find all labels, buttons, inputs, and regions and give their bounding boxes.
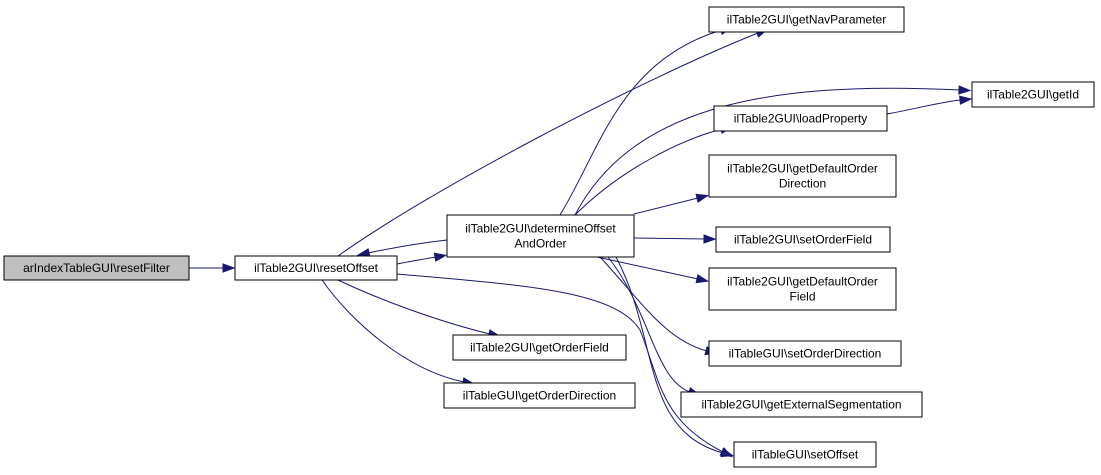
edge-arrowhead	[703, 234, 717, 244]
edge-line	[396, 273, 724, 453]
nodes-layer: arIndexTableGUI\resetFilter ilTable2GUI\r…	[3, 6, 1095, 468]
node-label: ilTable2GUI\getOrderField	[470, 341, 609, 355]
edge-arrowhead	[433, 252, 448, 262]
edge-determineOffsetAndOrder-to-getDefaultOrderDirection	[633, 193, 710, 215]
edge-line	[574, 128, 723, 216]
edge-line	[615, 256, 724, 454]
edge-line	[599, 256, 708, 352]
node-box	[708, 267, 897, 311]
edge-line	[337, 32, 759, 257]
edge-arrowhead	[959, 95, 973, 105]
node-label: ilTable2GUI\loadProperty	[734, 112, 867, 126]
edge-arrowhead	[222, 263, 236, 273]
edge-arrowhead	[695, 193, 710, 203]
node-box	[733, 441, 877, 468]
edge-arrowhead	[720, 448, 735, 458]
node-box	[3, 255, 190, 281]
edge-determineOffsetAndOrder-to-getDefaultOrderField	[596, 256, 710, 284]
edge-line	[337, 279, 491, 335]
node-setOrderDirection[interactable]: ilTableGUI\setOrderDirection	[708, 340, 902, 367]
edge-determineOffsetAndOrder-to-setOffset	[615, 256, 735, 458]
node-box	[713, 105, 888, 132]
node-label: ilTable2GUI\determineOffset	[465, 222, 616, 236]
edge-arrowhead	[958, 85, 972, 95]
edge-line	[633, 237, 706, 240]
edge-resetOffset-to-getOrderField	[337, 279, 502, 339]
edge-line	[367, 239, 448, 254]
node-resetOffset[interactable]: ilTable2GUI\resetOffset	[234, 255, 398, 281]
edge-line	[607, 256, 691, 393]
node-label: ilTableGUI\getOrderDirection	[463, 389, 616, 403]
node-label: ilTable2GUI\getExternalSegmentation	[701, 398, 901, 412]
node-getNavParameter[interactable]: ilTable2GUI\getNavParameter	[708, 6, 905, 33]
node-setOffset[interactable]: ilTableGUI\setOffset	[733, 441, 877, 468]
node-label: Direction	[779, 177, 826, 191]
node-setOrderField[interactable]: ilTable2GUI\setOrderField	[715, 226, 891, 253]
node-label: ilTable2GUI\getDefaultOrder	[727, 275, 878, 289]
edge-line	[559, 29, 723, 216]
edge-resetOffset-to-getOrderDirection	[321, 279, 476, 387]
node-label: AndOrder	[514, 237, 566, 251]
edge-loadProperty-to-getId	[886, 95, 973, 115]
edge-resetFilter-to-resetOffset	[189, 263, 236, 273]
node-label: ilTable2GUI\getNavParameter	[727, 13, 886, 27]
node-resetFilter[interactable]: arIndexTableGUI\resetFilter	[3, 255, 190, 281]
edge-determineOffsetAndOrder-to-setOrderField	[633, 234, 717, 244]
node-label: ilTable2GUI\setOrderField	[734, 233, 872, 247]
edge-determineOffsetAndOrder-to-loadProperty	[574, 124, 734, 216]
edge-line	[574, 87, 961, 216]
node-box	[680, 391, 923, 418]
edge-line	[321, 279, 465, 383]
node-getOrderField[interactable]: ilTable2GUI\getOrderField	[452, 334, 627, 361]
edge-determineOffsetAndOrder-to-getId	[574, 85, 972, 216]
node-box	[715, 226, 891, 253]
node-box	[971, 81, 1095, 108]
node-box	[708, 340, 902, 367]
node-label: ilTable2GUI\getId	[987, 88, 1079, 102]
edge-arrowhead	[695, 274, 710, 284]
edge-line	[886, 99, 962, 115]
node-getExternalSegmentation[interactable]: ilTable2GUI\getExternalSegmentation	[680, 391, 923, 418]
node-getOrderDirection[interactable]: ilTableGUI\getOrderDirection	[443, 382, 636, 409]
node-box	[708, 154, 897, 198]
node-label: ilTable2GUI\getDefaultOrder	[727, 162, 878, 176]
node-label: ilTable2GUI\resetOffset	[254, 261, 378, 275]
node-loadProperty[interactable]: ilTable2GUI\loadProperty	[713, 105, 888, 132]
node-label: ilTableGUI\setOffset	[752, 448, 859, 462]
node-box	[708, 6, 905, 33]
node-getId[interactable]: ilTable2GUI\getId	[971, 81, 1095, 108]
node-box	[234, 255, 398, 281]
node-label: arIndexTableGUI\resetFilter	[23, 261, 170, 275]
edge-determineOffsetAndOrder-to-resetOffset	[356, 239, 448, 258]
node-box	[452, 334, 627, 361]
node-label: ilTableGUI\setOrderDirection	[729, 347, 882, 361]
node-box	[446, 214, 635, 258]
edge-line	[396, 256, 437, 265]
node-box	[443, 382, 636, 409]
edge-resetOffset-to-determineOffsetAndOrder	[396, 252, 448, 265]
edge-line	[633, 197, 699, 215]
edge-line	[596, 256, 699, 280]
node-label: Field	[789, 290, 815, 304]
